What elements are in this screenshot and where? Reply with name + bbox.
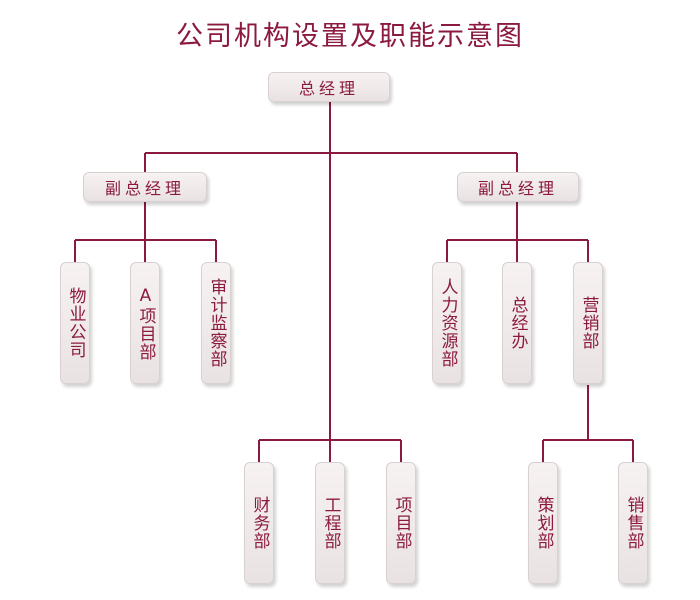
node-project[interactable]: 项目部 <box>386 462 416 584</box>
chart-title: 公司机构设置及职能示意图 <box>176 21 524 52</box>
node-label: 副总经理 <box>104 179 185 198</box>
node-label: 人力资源部 <box>437 278 458 368</box>
node-label: 总经理 <box>298 79 359 98</box>
node-label: 策划部 <box>533 496 554 550</box>
node-hr[interactable]: 人力资源部 <box>432 262 462 384</box>
node-project-a[interactable]: A项目部 <box>130 262 160 384</box>
node-audit[interactable]: 审计监察部 <box>201 262 231 384</box>
node-label: 营销部 <box>578 296 599 350</box>
node-label: 总经办 <box>507 296 528 350</box>
node-sales[interactable]: 销售部 <box>618 462 648 584</box>
node-label: 财务部 <box>249 496 270 550</box>
node-gm-office[interactable]: 总经办 <box>502 262 532 384</box>
node-vice-manager-left[interactable]: 副总经理 <box>83 172 207 202</box>
node-vice-manager-right[interactable]: 副总经理 <box>457 172 579 202</box>
node-planning[interactable]: 策划部 <box>528 462 558 584</box>
node-label: 工程部 <box>320 496 341 550</box>
node-marketing[interactable]: 营销部 <box>573 262 603 384</box>
node-label: 物业公司 <box>65 287 86 359</box>
node-engineering[interactable]: 工程部 <box>315 462 345 584</box>
node-finance[interactable]: 财务部 <box>244 462 274 584</box>
node-property-company[interactable]: 物业公司 <box>60 262 90 384</box>
node-general-manager[interactable]: 总经理 <box>268 72 390 102</box>
node-label: 审计监察部 <box>206 278 227 368</box>
node-label: 副总经理 <box>477 179 558 198</box>
node-label: A项目部 <box>135 285 156 361</box>
node-label: 项目部 <box>391 496 412 550</box>
node-label: 销售部 <box>623 496 644 550</box>
